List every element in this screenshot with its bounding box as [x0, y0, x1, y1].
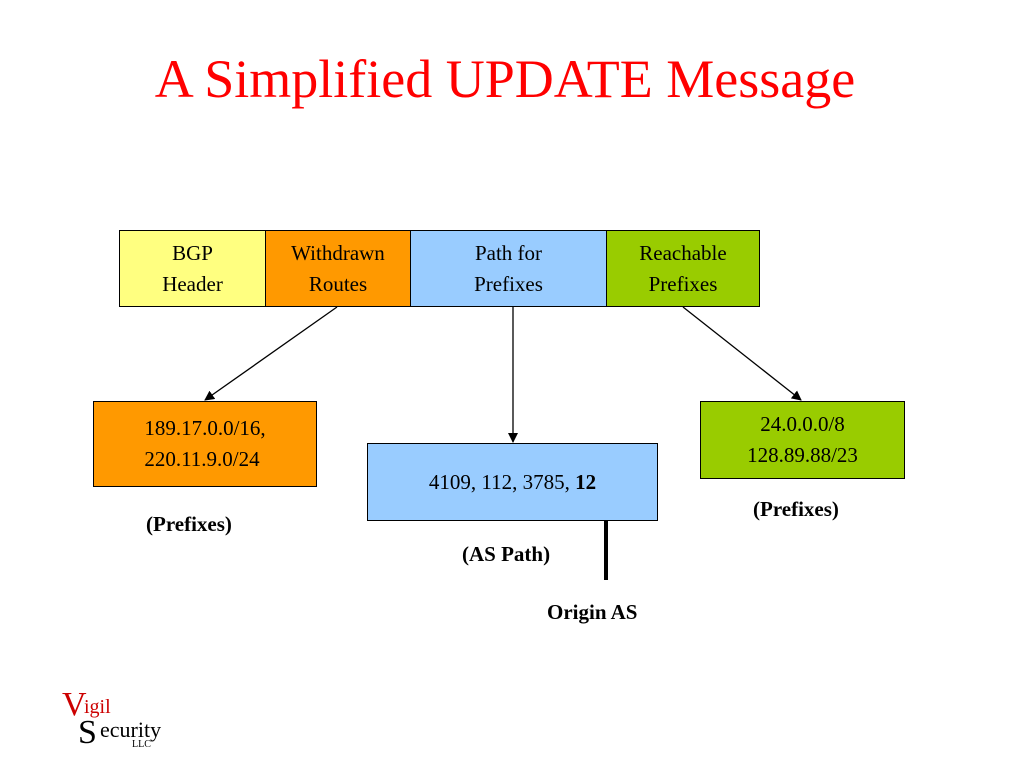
origin-as-label: Origin AS [547, 600, 638, 624]
slide-title: A Simplified UPDATE Message [154, 49, 856, 109]
withdrawn-prefixes-box: 189.17.0.0/16, 220.11.9.0/24 [93, 401, 317, 487]
bgp-header-field: BGP Header [119, 230, 266, 307]
as-path-box: 4109, 112, 3785, 12 [367, 443, 658, 521]
withdrawn-routes-field: Withdrawn Routes [265, 230, 411, 307]
as-path-caption: (AS Path) [462, 542, 551, 566]
path-for-prefixes-field: Path for Prefixes [410, 230, 607, 307]
withdrawn-arrow [204, 306, 338, 401]
reachable-prefixes-text: 24.0.0.0/8 128.89.88/23 [747, 412, 858, 467]
reachable-prefixes-label: Reachable Prefixes [639, 240, 727, 296]
reachable-prefixes-caption: (Prefixes) [753, 497, 839, 521]
path-for-prefixes-label: Path for Prefixes [474, 240, 543, 296]
reachable-prefixes-box: 24.0.0.0/8 128.89.88/23 [700, 401, 905, 479]
reachable-prefixes-field: Reachable Prefixes [606, 230, 760, 307]
vigil-security-logo: V igil S ecurity LLC [60, 688, 190, 758]
logo-igil: igil [84, 696, 111, 718]
withdrawn-prefixes-caption: (Prefixes) [146, 512, 232, 536]
bgp-header-label: BGP Header [162, 240, 223, 296]
as-path-prefix: 4109, 112, 3785, [428, 469, 576, 494]
origin-as-number: 12 [575, 469, 597, 494]
logo-ecurity: ecurity [100, 717, 162, 742]
withdrawn-prefixes-text: 189.17.0.0/16, 220.11.9.0/24 [144, 416, 266, 471]
logo-s: S [78, 714, 97, 751]
logo-v: V [62, 686, 87, 723]
as-path-text: 4109, 112, 3785, 12 [429, 467, 596, 498]
logo-llc: LLC [132, 739, 151, 750]
withdrawn-routes-label: Withdrawn Routes [291, 240, 385, 296]
reachable-arrow [682, 306, 802, 401]
